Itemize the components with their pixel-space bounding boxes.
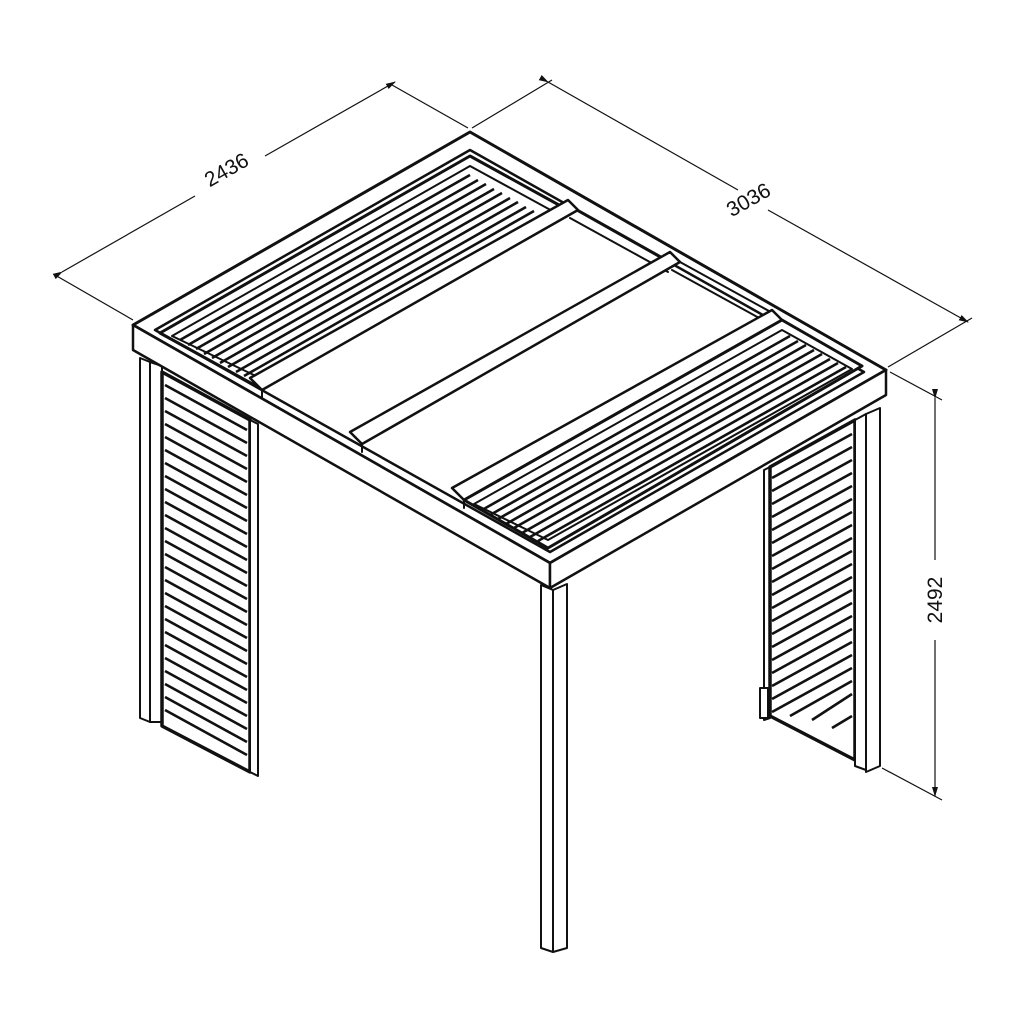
dimension-width-label: 2436 bbox=[201, 149, 253, 192]
right-side-panel bbox=[759, 407, 881, 773]
dimension-height: 2492 bbox=[881, 371, 947, 801]
roof-right-slats bbox=[481, 334, 847, 543]
roof-left-slats bbox=[179, 173, 535, 378]
roof-panel-left bbox=[158, 154, 570, 389]
dimension-height-label: 2492 bbox=[924, 577, 947, 624]
front-post bbox=[540, 583, 568, 953]
right-panel-slats bbox=[771, 432, 853, 730]
left-panel-slats bbox=[164, 383, 248, 757]
roof-panel-right bbox=[462, 318, 864, 550]
roof-beam-2 bbox=[348, 250, 779, 453]
left-side-panel bbox=[139, 357, 259, 777]
